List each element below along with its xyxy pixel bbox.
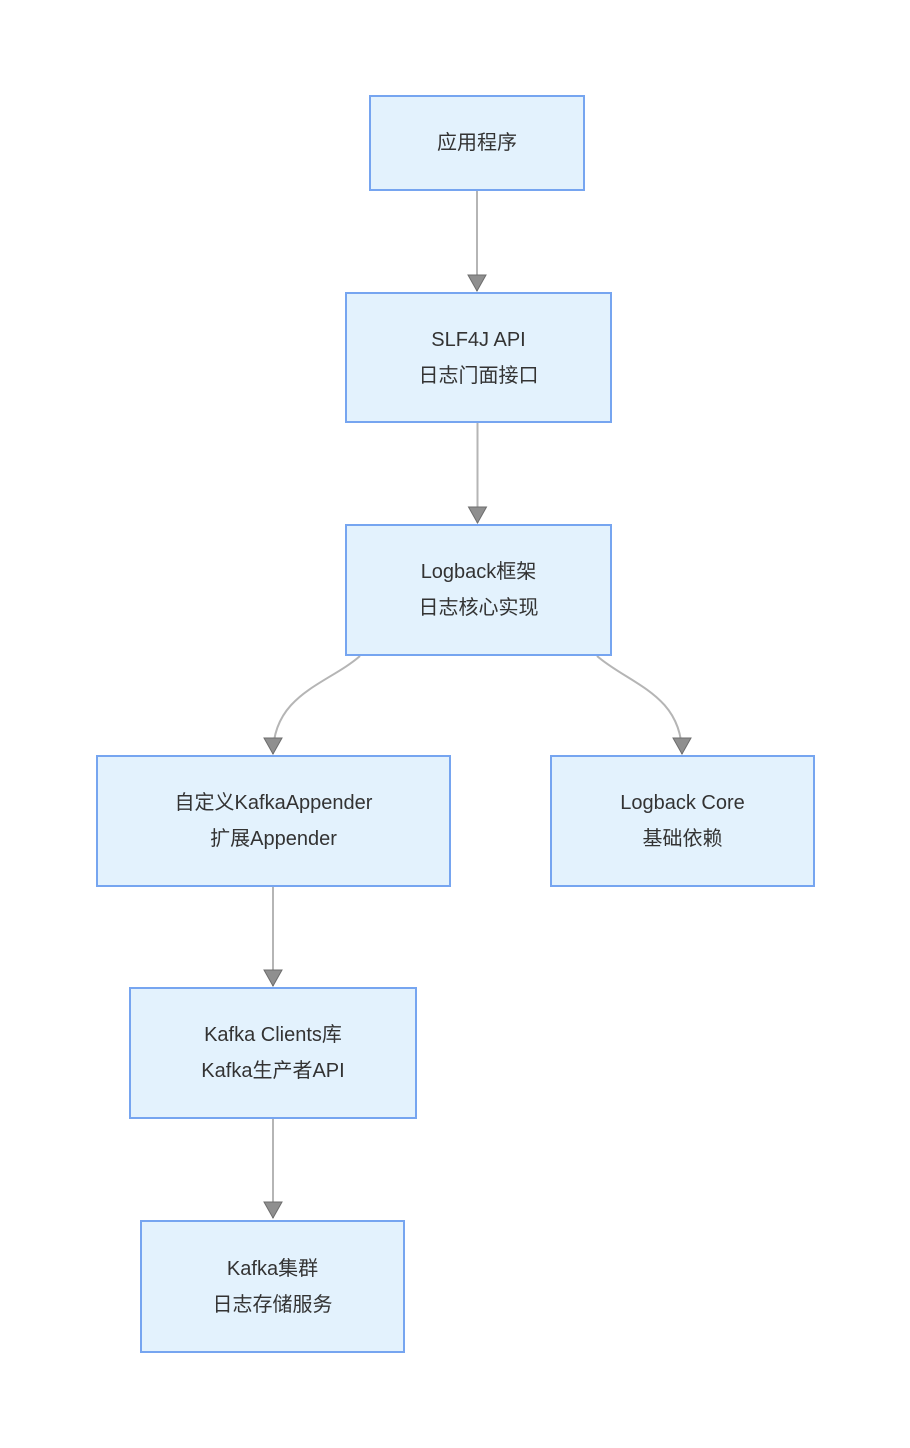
node-kafka-clients: Kafka Clients库 Kafka生产者API — [129, 987, 417, 1119]
node-label-line: 自定义KafkaAppender — [174, 792, 373, 814]
edge-logback-to-logback-core — [596, 655, 692, 756]
node-label-line: Logback Core — [620, 792, 745, 814]
node-label-line: Kafka Clients库 — [204, 1024, 342, 1046]
node-label-line: 应用程序 — [437, 132, 517, 154]
node-label-line: Kafka生产者API — [201, 1060, 345, 1082]
node-slf4j-api: SLF4J API 日志门面接口 — [345, 292, 612, 423]
node-label-line: 基础依赖 — [642, 828, 723, 850]
node-kafka-cluster: Kafka集群 日志存储服务 — [140, 1220, 405, 1353]
node-application: 应用程序 — [369, 95, 585, 191]
node-label-line: SLF4J API — [431, 328, 526, 351]
node-label-line: 扩展Appender — [210, 828, 337, 850]
node-label-line: 日志存储服务 — [212, 1293, 333, 1316]
node-kafka-appender: 自定义KafkaAppender 扩展Appender — [96, 755, 451, 887]
node-logback-core: Logback Core 基础依赖 — [550, 755, 815, 887]
edge-logback-to-kafka-appender — [263, 655, 361, 756]
node-label-line: Kafka集群 — [226, 1257, 319, 1280]
node-logback: Logback框架 日志核心实现 — [345, 524, 612, 656]
node-label-line: 日志核心实现 — [418, 597, 539, 619]
node-label-line: Logback框架 — [420, 561, 537, 583]
node-label-line: 日志门面接口 — [418, 364, 539, 387]
